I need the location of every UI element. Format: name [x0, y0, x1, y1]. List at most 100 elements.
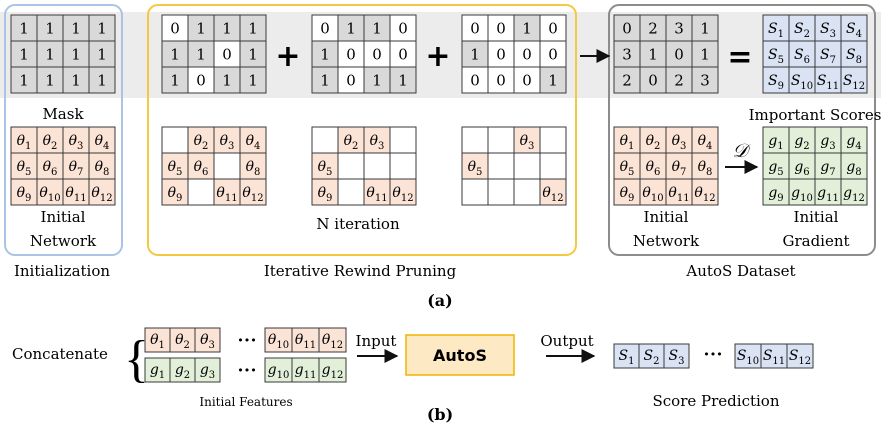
grid-cell — [487, 40, 515, 68]
grid-cell-text: θ12 — [392, 185, 413, 204]
grid-cell-text: S10 — [791, 73, 813, 92]
grid-cell-text: 0 — [470, 19, 480, 37]
grid-cell — [691, 66, 719, 94]
grid-cell-text: θ5 — [468, 159, 483, 178]
grid-cell-text: S6 — [794, 47, 810, 66]
grid-cell-text: 1 — [19, 45, 29, 63]
strip-cell-text: g2 — [175, 362, 190, 381]
strip-cell — [144, 357, 171, 383]
strip-cell — [144, 327, 171, 353]
score-prediction-label: Score Prediction — [653, 392, 780, 410]
grid-cell — [665, 126, 693, 154]
grid-cell — [10, 66, 38, 94]
grid-cell-text: 1 — [700, 19, 710, 37]
grid-cell — [213, 14, 241, 42]
strip-cell — [169, 327, 196, 353]
grid-cell-text: 1 — [196, 45, 206, 63]
grid-cell — [665, 178, 693, 206]
equals-sign: = — [727, 40, 752, 75]
gradient-ellipsis: ••• — [237, 364, 256, 377]
grid-cell-text: θ5 — [168, 159, 183, 178]
grid-cell-text: S8 — [846, 47, 862, 66]
strip-cell-text: S3 — [669, 348, 685, 367]
grid-cell-text: 0 — [648, 71, 658, 89]
autos-model-label: AutoS — [433, 346, 487, 365]
grid-cell-text: 0 — [496, 71, 506, 89]
grid-cell-text: 0 — [398, 19, 408, 37]
grid-cell-text: θ11 — [65, 185, 86, 204]
initialization-frame — [4, 4, 123, 256]
strip-cell-text: S12 — [789, 348, 811, 367]
grid-cell — [539, 126, 567, 154]
grid-cell-text: θ9 — [620, 185, 635, 204]
panel-a-caption: (a) — [427, 291, 453, 310]
strip-cell — [291, 327, 320, 353]
grid-cell-text: 0 — [674, 45, 684, 63]
grid-cell-text: 0 — [522, 45, 532, 63]
grid-cell — [311, 126, 339, 154]
grid-cell — [389, 66, 417, 94]
grid-cell-text: θ5 — [620, 159, 635, 178]
grid-cell-text: 1 — [19, 71, 29, 89]
grid-cell-text: 1 — [248, 19, 258, 37]
grid-cell — [62, 66, 90, 94]
grid-cell — [539, 152, 567, 180]
grid-cell — [239, 14, 267, 42]
grid-cell-text: 1 — [170, 45, 180, 63]
grid-cell — [639, 152, 667, 180]
input-label: Input — [356, 332, 397, 350]
strip-cell-text: g3 — [200, 362, 215, 381]
grid-cell — [363, 40, 391, 68]
grid-cell — [487, 14, 515, 42]
grid-cell — [88, 66, 116, 94]
strip-cell — [169, 357, 196, 383]
grid-cell — [762, 40, 790, 68]
mask-label: Mask — [42, 105, 84, 123]
grid-cell — [639, 178, 667, 206]
grid-cell-text: g3 — [820, 133, 835, 152]
grid-cell — [88, 178, 116, 206]
grid-cell — [814, 66, 842, 94]
grid-cell — [213, 178, 241, 206]
grid-cell-text: 1 — [320, 71, 330, 89]
grid-cell — [840, 126, 868, 154]
grid-cell-text: 3 — [622, 45, 632, 63]
grid-cell-text: 2 — [622, 71, 632, 89]
output-label: Output — [540, 332, 593, 350]
grid-cell-text: θ6 — [646, 159, 661, 178]
grid-cell — [62, 14, 90, 42]
strip-cell — [264, 327, 293, 353]
dataset-network-label-line1: Initial — [644, 208, 689, 226]
grid-cell-text: 1 — [71, 71, 81, 89]
grid-cell-text: 0 — [496, 19, 506, 37]
strip-cell — [760, 343, 788, 369]
grid-cell-text: θ3 — [520, 133, 535, 152]
concatenate-label: Concatenate — [12, 345, 108, 363]
grid-cell — [613, 152, 641, 180]
grid-cell-text: g2 — [794, 133, 809, 152]
grid-cell-text: 1 — [97, 19, 107, 37]
grid-cell-text: θ11 — [668, 185, 689, 204]
mask-row-band — [0, 12, 881, 98]
grid-cell — [762, 14, 790, 42]
initial-network-label-line1: Initial — [41, 208, 86, 226]
strip-cell-text: S1 — [619, 348, 635, 367]
grid-cell — [539, 66, 567, 94]
grid-cell-text: 0 — [548, 19, 558, 37]
dataset-section-label: AutoS Dataset — [685, 262, 795, 280]
grid-cell — [539, 178, 567, 206]
grid-cell — [461, 178, 489, 206]
strip-cell-text: θ1 — [150, 332, 165, 351]
grid-cell-text: θ12 — [242, 185, 263, 204]
grid-cell-text: 0 — [320, 19, 330, 37]
strip-cell — [264, 357, 293, 383]
grid-cell-text: g1 — [768, 133, 783, 152]
panel-b-caption: (b) — [427, 405, 453, 424]
grid-cell-text: 1 — [548, 71, 558, 89]
